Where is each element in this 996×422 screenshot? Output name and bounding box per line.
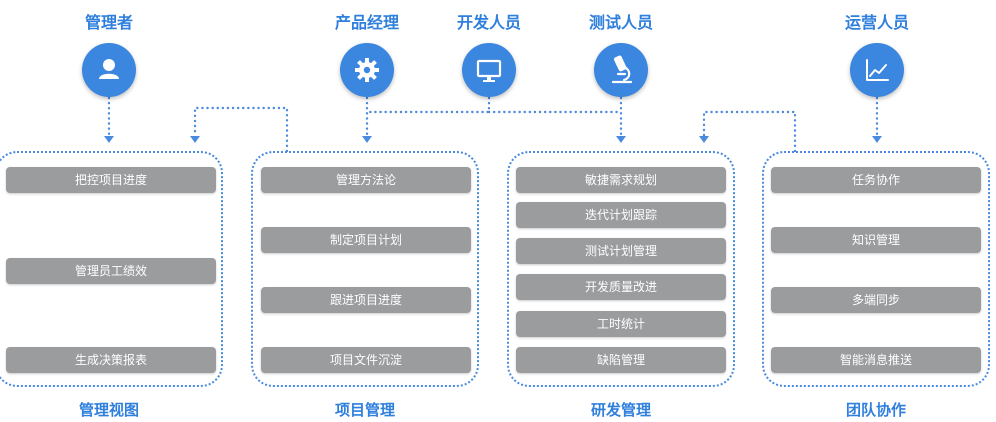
line-chart-icon bbox=[866, 59, 889, 81]
role-badge bbox=[340, 43, 394, 97]
role-label: 开发人员 bbox=[456, 13, 521, 32]
panel-item[interactable]: 管理员工绩效 bbox=[6, 258, 216, 284]
microscope-icon bbox=[611, 55, 633, 84]
panel-item[interactable]: 管理方法论 bbox=[261, 167, 471, 193]
role-badge bbox=[82, 43, 136, 97]
role-label: 管理者 bbox=[84, 13, 133, 32]
panel-item[interactable]: 缺陷管理 bbox=[516, 347, 726, 373]
panel-item[interactable]: 敏捷需求规划 bbox=[516, 167, 726, 193]
panel-item[interactable]: 多端同步 bbox=[771, 287, 981, 313]
panel-title: 研发管理 bbox=[590, 401, 651, 419]
panel-project-management: 管理方法论 制定项目计划 跟进项目进度 项目文件沉淀 bbox=[251, 151, 479, 387]
panel-item[interactable]: 开发质量改进 bbox=[516, 274, 726, 300]
panel-title: 管理视图 bbox=[78, 401, 139, 419]
panel-item[interactable]: 迭代计划跟踪 bbox=[516, 202, 726, 228]
panel-team-collaboration: 任务协作 知识管理 多端同步 智能消息推送 bbox=[762, 151, 990, 387]
gear-icon bbox=[355, 58, 379, 82]
user-icon bbox=[99, 59, 119, 79]
role-badge bbox=[594, 43, 648, 97]
panel-item[interactable]: 测试计划管理 bbox=[516, 238, 726, 264]
panel-item[interactable]: 知识管理 bbox=[771, 227, 981, 253]
role-label: 测试人员 bbox=[588, 13, 653, 32]
panel-item[interactable]: 工时统计 bbox=[516, 311, 726, 337]
role-badge bbox=[850, 43, 904, 97]
panel-item[interactable]: 智能消息推送 bbox=[771, 347, 981, 373]
role-label: 运营人员 bbox=[844, 13, 909, 32]
panel-management-view: 把控项目进度 管理员工绩效 生成决策报表 bbox=[0, 151, 223, 387]
panel-item[interactable]: 任务协作 bbox=[771, 167, 981, 193]
panel-item[interactable]: 生成决策报表 bbox=[6, 347, 216, 373]
role-badge bbox=[462, 43, 516, 97]
panel-rd-management: 敏捷需求规划 迭代计划跟踪 测试计划管理 开发质量改进 工时统计 缺陷管理 bbox=[507, 151, 735, 387]
monitor-icon bbox=[476, 59, 502, 82]
panel-item[interactable]: 跟进项目进度 bbox=[261, 287, 471, 313]
panel-item[interactable]: 制定项目计划 bbox=[261, 227, 471, 253]
panel-title: 团队协作 bbox=[845, 401, 906, 419]
panel-title: 项目管理 bbox=[334, 401, 395, 419]
panel-item[interactable]: 把控项目进度 bbox=[6, 167, 216, 193]
panel-item[interactable]: 项目文件沉淀 bbox=[261, 347, 471, 373]
role-label: 产品经理 bbox=[334, 13, 399, 32]
